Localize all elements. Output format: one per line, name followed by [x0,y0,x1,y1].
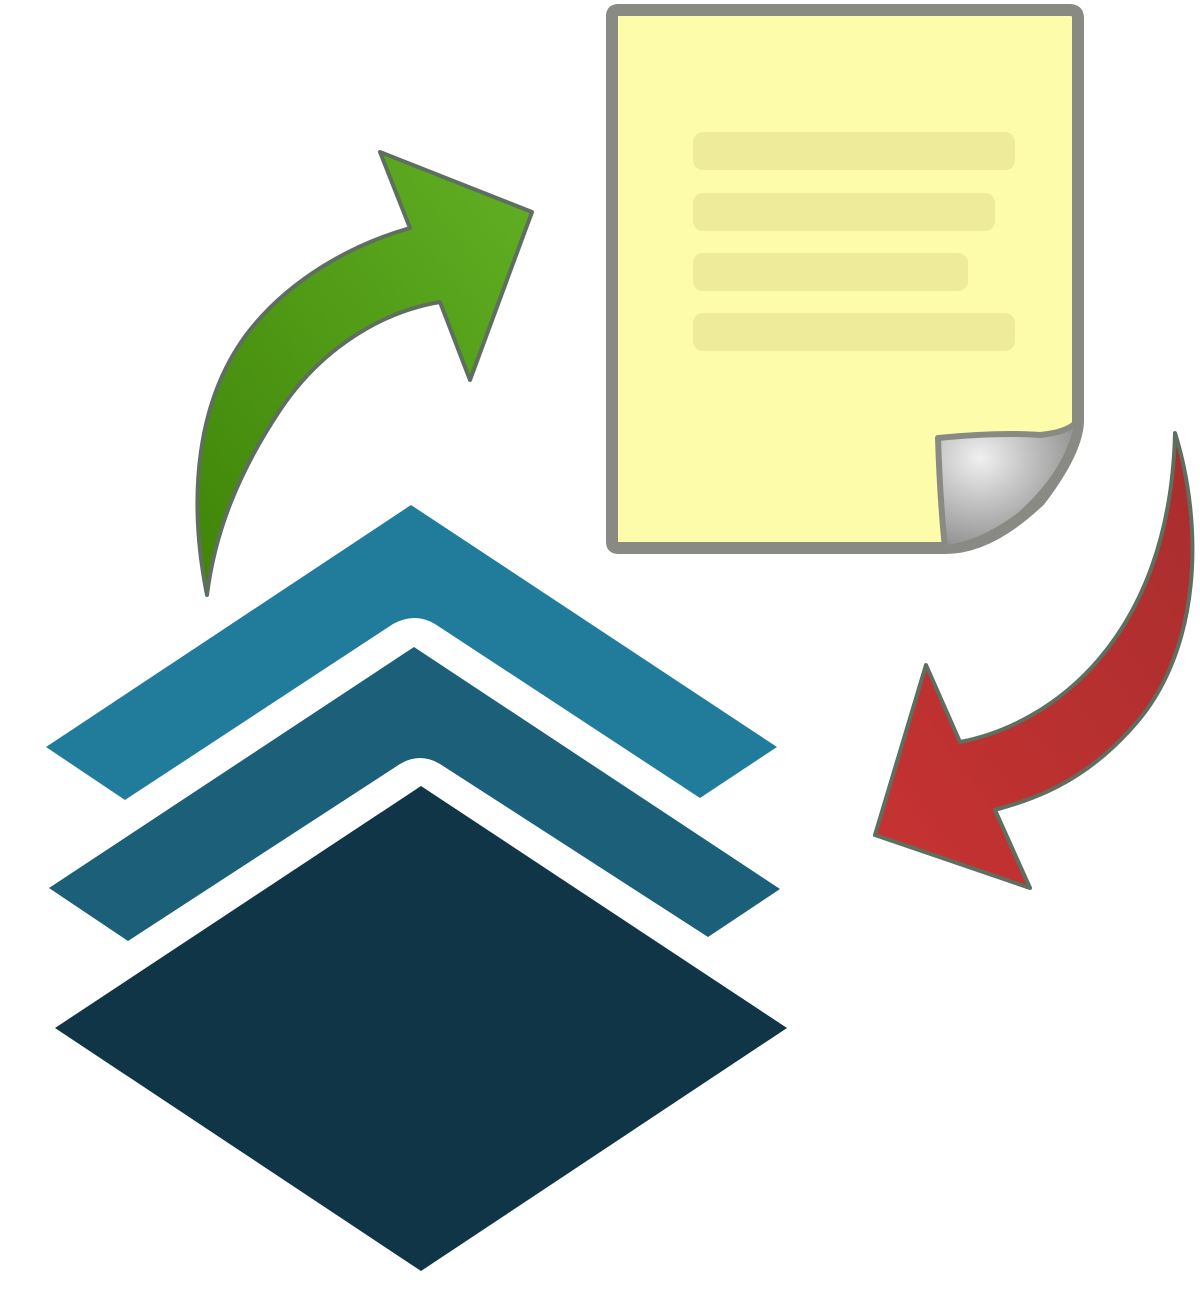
layer-top [46,505,777,800]
document-icon [606,4,1084,554]
document-page-curl [935,417,1081,551]
document-line [693,132,1015,170]
document-text-lines [693,132,1015,351]
layers-icon [46,505,787,1271]
layer-bottom [55,786,787,1271]
document-line [693,193,995,231]
arrow-curved-down-left-icon [873,431,1195,890]
document-line [693,253,968,291]
layer-middle [49,647,780,941]
document-line [693,313,1015,351]
arrow-curved-up-right-icon [195,150,534,597]
